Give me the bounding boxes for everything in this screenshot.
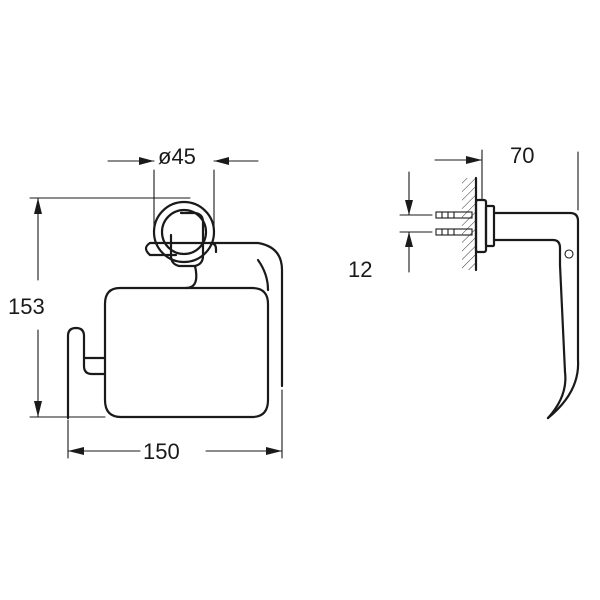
wall-anchors [435, 211, 473, 236]
offset-label: 12 [348, 257, 372, 282]
diameter-label: ø45 [158, 144, 196, 169]
paper-hook [66, 326, 107, 420]
height-dimension: 153 [8, 197, 191, 418]
wall-rosette [152, 200, 216, 264]
cover-flap [103, 258, 270, 419]
depth-dimension: 70 [434, 143, 579, 211]
arm-profile [492, 211, 580, 420]
wall-section [462, 176, 478, 272]
width-label: 150 [143, 439, 180, 464]
side-view: 70 12 [348, 143, 580, 420]
diameter-dimension: ø45 [107, 144, 259, 231]
offset-dimension: 12 [348, 171, 433, 282]
rosette-profile [474, 198, 496, 254]
height-label: 153 [8, 294, 45, 319]
front-view: ø45 153 150 [8, 144, 284, 464]
depth-label: 70 [510, 143, 534, 168]
width-dimension: 150 [67, 389, 283, 464]
